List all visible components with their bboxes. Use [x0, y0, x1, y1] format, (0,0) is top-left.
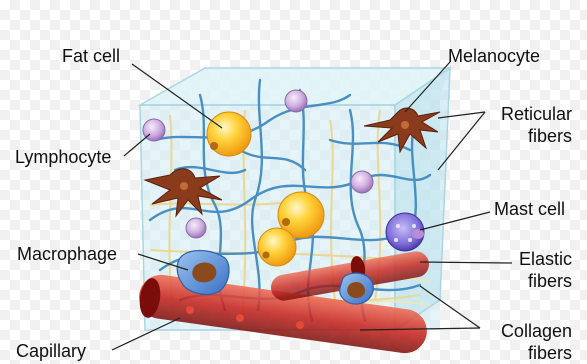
label-elastic-line2: fibers — [500, 270, 572, 292]
label-reticular-line1: Reticular — [490, 103, 572, 125]
label-mast-cell: Mast cell — [494, 198, 565, 220]
label-collagen-fibers: Collagen fibers — [488, 320, 572, 364]
label-fat-cell: Fat cell — [62, 45, 120, 67]
mast-cell — [386, 213, 424, 251]
label-reticular-fibers: Reticular fibers — [490, 103, 572, 147]
label-elastic-line1: Elastic — [500, 248, 572, 270]
label-collagen-line1: Collagen — [488, 320, 572, 342]
label-elastic-fibers: Elastic fibers — [500, 248, 572, 292]
label-capillary: Capillary — [16, 340, 86, 362]
label-lymphocyte: Lymphocyte — [15, 146, 111, 168]
label-reticular-line2: fibers — [490, 125, 572, 147]
label-macrophage: Macrophage — [17, 243, 117, 265]
label-melanocyte: Melanocyte — [448, 45, 540, 67]
